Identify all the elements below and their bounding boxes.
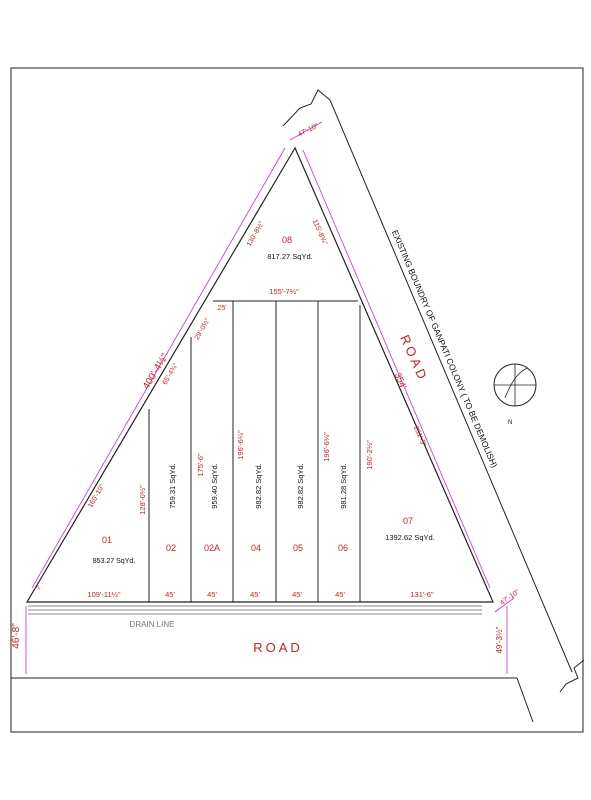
dim-top-width: 47'-10" xyxy=(297,123,320,139)
dim-right-road: 354' xyxy=(393,371,409,391)
drain-line-label: DRAIN LINE xyxy=(130,620,175,629)
dim-bottom-right-width: 47'-10" xyxy=(499,588,521,606)
plot-06-area: 981.28 SqYd. xyxy=(339,463,348,508)
dim-bottom-05: 45' xyxy=(292,590,302,599)
dim-cut-small: 25' xyxy=(217,305,226,312)
compass-icon xyxy=(493,363,537,407)
dim-corner-small: 2' xyxy=(36,584,43,590)
dim-bottom-02: 45' xyxy=(165,590,175,599)
compass-letter: N xyxy=(508,420,512,426)
dim-div3-height: 196'-6¼" xyxy=(236,430,245,460)
dim-line-bottom-right xyxy=(494,597,515,613)
plot-02a-area: 959.40 SqYd. xyxy=(210,463,219,508)
plot-02-number: 02 xyxy=(166,543,176,553)
plot-05-number: 05 xyxy=(293,543,303,553)
dim-bottom-06: 45' xyxy=(335,590,345,599)
plot-02-area: 759.31 SqYd. xyxy=(168,463,177,508)
road-label-bottom: ROAD xyxy=(253,640,303,655)
plot-08-number: 08 xyxy=(282,235,292,245)
dim-horiz-cut: 155'-7½" xyxy=(269,287,299,296)
dim-bottom-02a: 45' xyxy=(207,590,217,599)
break-mark-top xyxy=(282,89,331,127)
plot-triangle-outline xyxy=(25,146,494,603)
dim-line-top xyxy=(289,121,323,141)
plot-04-area: 982.82 SqYd. xyxy=(254,463,263,508)
dim-07-slant: 231'-3" xyxy=(412,425,427,448)
dim-div6-height: 190'-2½" xyxy=(365,440,374,470)
plot-04-number: 04 xyxy=(251,543,261,553)
dim-top-plot-left: 130'-8½" xyxy=(245,220,266,248)
dim-div1-height: 128'-0½" xyxy=(138,485,147,515)
dim-line-right xyxy=(302,149,491,589)
dim-bottom-04: 45' xyxy=(250,590,260,599)
plot-02a-number: 02A xyxy=(204,543,220,553)
plot-08-area: 817.27 SqYd. xyxy=(267,252,312,261)
dim-top-plot-right: 115'-8¾" xyxy=(311,219,329,247)
plot-07-area: 1392.62 SqYd. xyxy=(385,533,435,542)
drawing-frame xyxy=(10,67,584,733)
dim-bottom-07: 131'-6" xyxy=(410,590,434,599)
road-edge-corner xyxy=(516,677,534,723)
plot-01-area: 853.27 SqYd. xyxy=(93,558,135,565)
road-edge-right xyxy=(329,99,573,673)
plot-07-number: 07 xyxy=(403,516,413,526)
dim-02a-slant: 29'-0½" xyxy=(193,316,212,341)
dim-right-margin: 49'-3½" xyxy=(495,626,504,653)
dim-left-margin: 46'-8" xyxy=(11,623,22,649)
plot-05-area: 982.82 SqYd. xyxy=(296,463,305,508)
dim-div5-height: 196'-6¼" xyxy=(322,432,331,462)
plot-06-number: 06 xyxy=(338,543,348,553)
plot-01-number: 01 xyxy=(102,535,112,545)
break-mark-bottom xyxy=(559,659,585,693)
dim-div2-height: 175'-6" xyxy=(196,453,205,477)
dim-line-left xyxy=(31,147,286,589)
dim-bottom-01: 109'-11½" xyxy=(87,590,120,599)
